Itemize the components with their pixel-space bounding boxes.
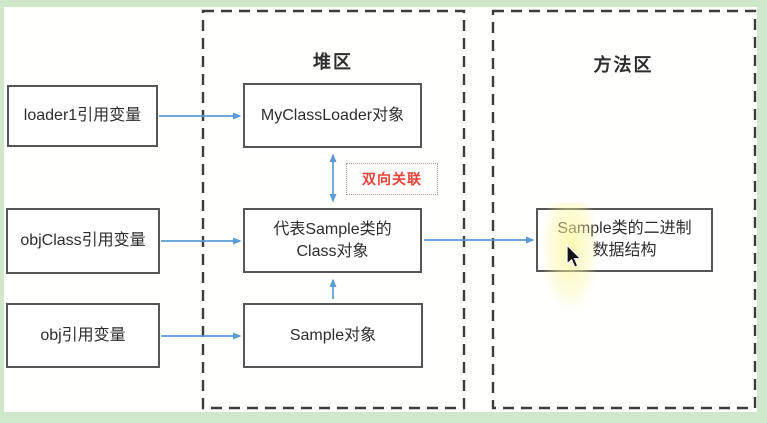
node-objclass-reference: objClass引用变量 bbox=[6, 208, 160, 274]
bidirectional-association-text: 双向关联 bbox=[362, 171, 422, 187]
bidirectional-association-label: 双向关联 bbox=[346, 163, 438, 195]
node-sample-class-object: 代表Sample类的 Class对象 bbox=[243, 208, 422, 273]
node-sample-class-object-label-line2: Class对象 bbox=[296, 242, 369, 260]
method-area-region-title: 方法区 bbox=[593, 55, 654, 75]
node-sample-binary-structure: Sample类的二进制 数据结构 bbox=[536, 208, 713, 272]
node-loader1-reference: loader1引用变量 bbox=[7, 85, 158, 147]
node-objclass-label: objClass引用变量 bbox=[20, 232, 146, 250]
node-myclassloader-label: MyClassLoader对象 bbox=[260, 106, 405, 124]
node-loader1-label: loader1引用变量 bbox=[23, 107, 142, 125]
node-sample-object-label: Sample对象 bbox=[289, 326, 377, 344]
node-sample-binary-label-line1: Sample类的二进制 bbox=[557, 220, 692, 238]
node-sample-class-object-label-line1: 代表Sample类的 bbox=[273, 220, 392, 238]
node-obj-reference: obj引用变量 bbox=[6, 303, 160, 368]
node-myclassloader-object: MyClassLoader对象 bbox=[243, 83, 422, 148]
node-sample-object: Sample对象 bbox=[243, 303, 423, 368]
node-sample-binary-label-line2: 数据结构 bbox=[592, 242, 657, 259]
node-obj-label: obj引用变量 bbox=[40, 326, 126, 344]
heap-region-title: 堆区 bbox=[313, 52, 353, 72]
